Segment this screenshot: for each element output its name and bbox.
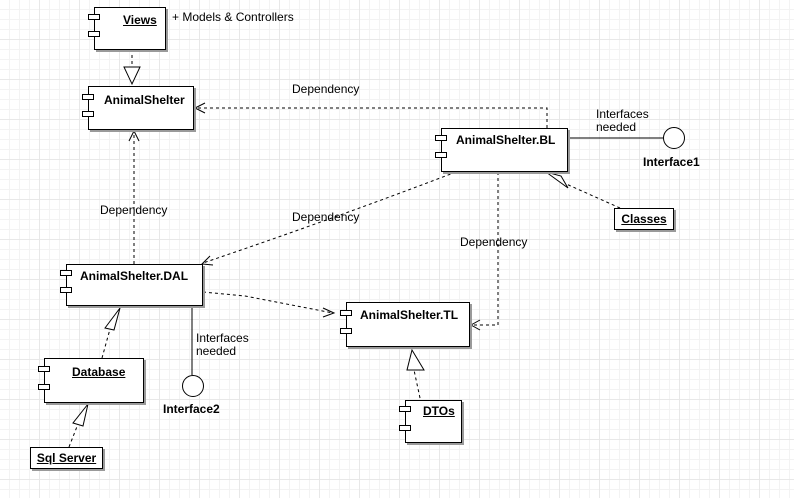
component-tab xyxy=(38,366,50,372)
component-animalshelter-bl[interactable]: AnimalShelter.BL xyxy=(435,128,568,172)
dep-dal-tl-arrowhead xyxy=(322,307,336,318)
database-realization-arrowhead xyxy=(104,307,121,331)
dep-bl-as-edge xyxy=(196,107,548,128)
component-label: AnimalShelter xyxy=(104,93,185,107)
component-tab xyxy=(82,111,94,117)
component-label: AnimalShelter.BL xyxy=(456,133,556,147)
component-animalshelter-tl[interactable]: AnimalShelter.TL xyxy=(340,302,470,347)
component-tab xyxy=(399,425,411,431)
component-label: DTOs xyxy=(423,404,455,418)
component-animalshelter[interactable]: AnimalShelter xyxy=(82,86,194,130)
component-dtos[interactable]: DTOs xyxy=(399,400,462,443)
views-note: + Models & Controllers xyxy=(172,10,294,24)
component-animalshelter-dal[interactable]: AnimalShelter.DAL xyxy=(60,264,203,306)
component-tab xyxy=(435,135,447,141)
interface2-label: Interface2 xyxy=(163,402,220,416)
component-tab xyxy=(60,270,72,276)
classes-realization-arrowhead xyxy=(545,171,569,189)
sqlserver-realization-edge xyxy=(68,423,79,448)
component-tab xyxy=(340,310,352,316)
component-tab xyxy=(88,14,100,20)
database-realization-edge xyxy=(101,328,111,359)
component-tab xyxy=(340,328,352,334)
component-tab xyxy=(399,406,411,412)
dtos-realization-arrowhead xyxy=(406,348,425,371)
component-label: Views xyxy=(123,13,157,27)
dependency-label: Dependency xyxy=(460,235,528,249)
component-label: AnimalShelter.DAL xyxy=(80,269,189,283)
views-realization-arrowhead xyxy=(123,66,141,86)
dal-interfaces-needed-line2: needed xyxy=(196,344,237,358)
dtos-realization-edge xyxy=(413,369,421,399)
component-label: AnimalShelter.TL xyxy=(360,308,459,322)
dependency-label: Dependency xyxy=(292,82,360,96)
sql-server-box[interactable]: Sql Server xyxy=(30,447,103,469)
sqlserver-realization-arrowhead xyxy=(72,403,89,427)
bl-interfaces-needed-line2: needed xyxy=(596,120,637,134)
dependency-label: Dependency xyxy=(292,210,360,224)
classes-box[interactable]: Classes xyxy=(614,208,674,230)
interface1-circle-icon[interactable] xyxy=(663,127,685,149)
interface1-label: Interface1 xyxy=(643,155,700,169)
component-tab xyxy=(88,31,100,37)
dep-dal-as-arrowhead xyxy=(128,129,140,142)
dep-bl-tl-edge xyxy=(472,172,499,326)
dependency-label: Dependency xyxy=(100,203,168,217)
dal-interfaces-needed-line1: Interfaces xyxy=(196,331,249,345)
component-tab xyxy=(38,384,50,390)
component-tab xyxy=(82,94,94,100)
component-label: Database xyxy=(72,365,126,379)
bl-interfaces-needed-line1: Interfaces xyxy=(596,107,649,121)
component-tab xyxy=(60,287,72,293)
dep-bl-tl-arrowhead xyxy=(469,319,481,331)
classes-realization-edge xyxy=(563,182,621,209)
component-tab xyxy=(435,152,447,158)
dep-dal-tl-edge xyxy=(202,291,334,314)
component-views[interactable]: Views xyxy=(88,7,166,50)
interface2-circle-icon[interactable] xyxy=(182,375,204,397)
dep-bl-as-arrowhead xyxy=(193,102,206,114)
component-database[interactable]: Database xyxy=(38,358,144,403)
dep-bl-dal-edge xyxy=(202,171,457,264)
